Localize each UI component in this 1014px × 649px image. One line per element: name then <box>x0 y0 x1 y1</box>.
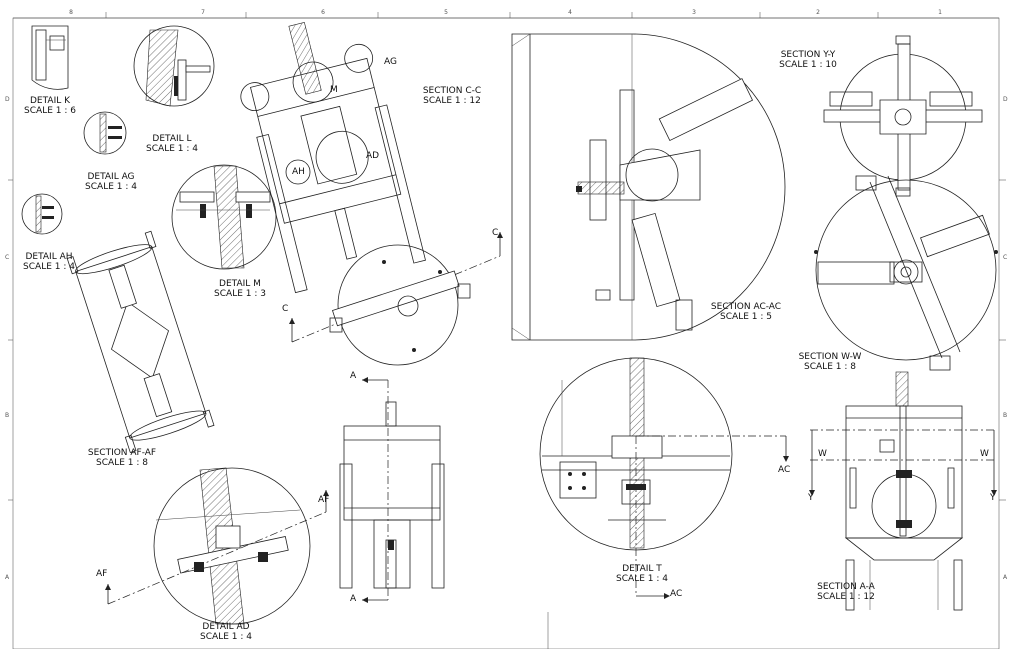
section-ww-yy-cut-lines <box>809 429 997 496</box>
section-aa-cut-line <box>362 377 389 603</box>
detail-marker-m: M <box>330 85 338 95</box>
sheet-column-label: 2 <box>816 9 820 16</box>
cut-marker-af-left: AF <box>96 569 108 579</box>
section-yy-view <box>823 35 983 197</box>
sheet-column-label: 7 <box>201 9 205 16</box>
sheet-row-label: A <box>5 574 10 581</box>
section-af-view <box>66 230 215 454</box>
cut-marker-w-left: W <box>818 449 827 459</box>
detail-ad-view <box>153 467 311 625</box>
sheet-column-label: 1 <box>938 9 942 16</box>
sheet-row-label: D <box>5 96 10 103</box>
cut-marker-af-right: AF <box>318 495 330 505</box>
detail-marker-ah: AH <box>292 167 305 177</box>
cut-marker-c-right: C <box>492 228 499 238</box>
cut-marker-y-right: Y <box>990 493 996 503</box>
sheet-column-label: 4 <box>568 9 572 16</box>
cut-marker-ac-bottom: AC <box>670 589 683 599</box>
cut-marker-y-left: Y <box>808 493 814 503</box>
section-ac-cut-line <box>635 435 789 599</box>
detail-ah-view <box>21 193 63 235</box>
detail-marker-ad: AD <box>366 151 380 161</box>
section-ww-view <box>814 175 998 371</box>
section-cc-cut-line <box>289 232 503 343</box>
sheet-column-label: 5 <box>444 9 448 16</box>
section-ac-view <box>511 33 786 341</box>
sheet-row-label: D <box>1003 96 1008 103</box>
cut-marker-ac-right: AC <box>778 465 791 475</box>
section-af-cut-line <box>105 490 329 605</box>
detail-ag-view <box>83 111 127 155</box>
sheet-row-label: C <box>1003 254 1008 261</box>
sheet-row-label: C <box>5 254 10 261</box>
cut-marker-a-bottom: A <box>350 594 357 604</box>
detail-k-view <box>31 25 69 90</box>
tank-top-view <box>329 244 471 366</box>
detail-m-view <box>171 164 277 270</box>
detail-l-view <box>133 25 215 107</box>
sheet-border <box>8 12 1006 649</box>
sheet-row-label: B <box>1003 412 1008 419</box>
section-aa-view <box>844 371 964 611</box>
sheet-column-label: 8 <box>69 9 73 16</box>
cut-marker-w-right: W <box>980 449 989 459</box>
section-cc-view <box>240 22 426 294</box>
section-cc-left-rail <box>285 159 311 185</box>
sheet-column-label: 3 <box>692 9 696 16</box>
sheet-row-label: B <box>5 412 10 419</box>
cut-marker-c-left: C <box>282 304 289 314</box>
front-elevation-view <box>339 401 445 589</box>
cut-marker-a-top: A <box>350 371 357 381</box>
sheet-row-label: A <box>1003 574 1008 581</box>
detail-marker-ag: AG <box>384 57 397 67</box>
sheet-column-label: 6 <box>321 9 325 16</box>
